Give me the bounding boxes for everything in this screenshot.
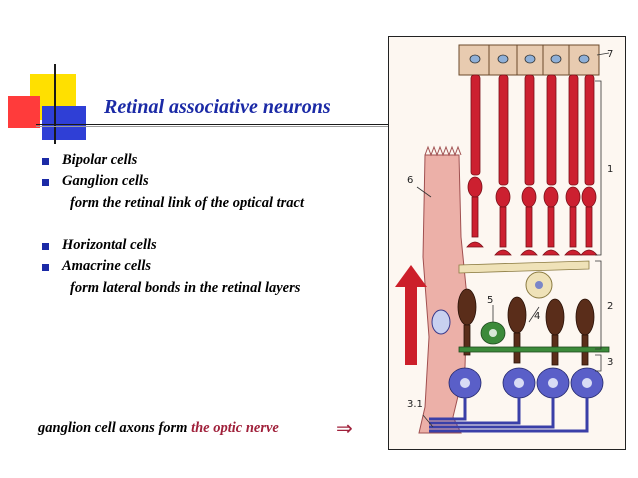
decor-red-square (8, 96, 40, 128)
title-underline-shadow (36, 126, 388, 127)
label-6: 6 (407, 175, 413, 186)
group2-note: form lateral bonds in the retinal layers (70, 280, 301, 296)
bullet-item-ganglion: Ganglion cells (42, 173, 149, 190)
square-bullet-icon (42, 242, 49, 250)
layer-brackets (595, 80, 602, 372)
group1-note: form the retinal link of the optical tra… (70, 195, 305, 211)
photoreceptors (466, 74, 598, 256)
label-4: 4 (534, 311, 540, 322)
bullet-text: Amacrine cells (62, 258, 152, 274)
pigment-epithelium (458, 44, 600, 76)
muller-cell (418, 154, 468, 434)
title-underline (36, 124, 388, 125)
muller-cell-nucleus (431, 309, 451, 335)
bullet-text: Ganglion cells (62, 173, 149, 189)
muller-cell-villi (424, 145, 462, 157)
square-bullet-icon (42, 178, 49, 186)
implies-arrow-icon: ⇒ (336, 416, 353, 440)
horizontal-cell-process (458, 260, 590, 274)
optic-nerve-axons (429, 398, 589, 433)
decor-vertical-line (54, 64, 56, 144)
retina-diagram: 7 6 1 5 4 2 3 3.1 (388, 36, 626, 450)
label-7: 7 (607, 49, 613, 60)
label-3: 3 (607, 357, 613, 368)
footer-text: ganglion cell axons form the optic nerve (38, 420, 279, 437)
bullet-text: Horizontal cells (62, 237, 157, 253)
label-1: 1 (607, 164, 613, 175)
bullet-item-bipolar: Bipolar cells (42, 152, 137, 169)
footer-prefix: ganglion cell axons form (38, 420, 192, 436)
label-5: 5 (487, 295, 493, 306)
slide-title: Retinal associative neurons (104, 96, 331, 118)
retina-diagram-svg: 7 6 1 5 4 2 3 3.1 (395, 44, 613, 434)
upward-arrow-icon (395, 265, 427, 365)
ganglion-cells (448, 367, 604, 399)
square-bullet-icon (42, 263, 49, 271)
bipolar-cells (457, 288, 595, 366)
label-3-1: 3.1 (407, 399, 423, 410)
bullet-text: Bipolar cells (62, 152, 138, 168)
bullet-item-amacrine: Amacrine cells (42, 258, 151, 275)
label-2: 2 (607, 301, 613, 312)
square-bullet-icon (42, 157, 49, 165)
bullet-item-horizontal: Horizontal cells (42, 237, 157, 254)
optic-nerve-highlight: the optic nerve (191, 420, 279, 436)
decor-blue-square (42, 106, 86, 140)
